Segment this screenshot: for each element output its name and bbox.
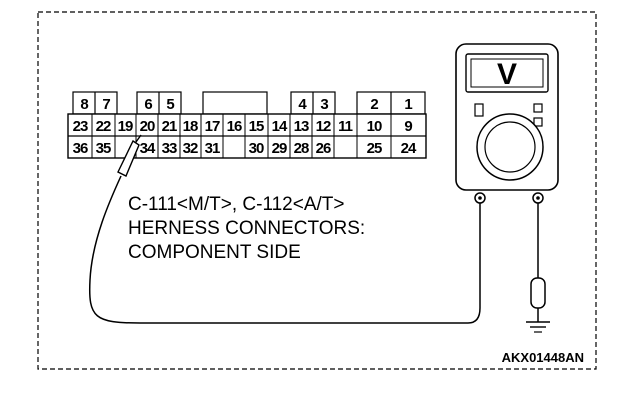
pin-label: 28	[294, 140, 309, 157]
connector-lock-tab	[202, 91, 268, 115]
caption-line-2: HERNESS CONNECTORS:	[128, 218, 365, 239]
pin-label: 31	[205, 140, 220, 157]
probe-lead	[88, 134, 481, 324]
pin-label: 9	[404, 118, 412, 135]
pin-label: 1	[404, 96, 412, 113]
pin-label: 2	[370, 96, 378, 113]
pin-label: 23	[73, 118, 88, 135]
multimeter: V	[455, 43, 559, 204]
pin-label: 12	[316, 118, 331, 135]
pin-label: 24	[401, 140, 417, 157]
pin-label: 36	[73, 140, 88, 157]
pin-label: 7	[102, 96, 110, 113]
pin-label: 3	[320, 96, 328, 113]
pin-label: 14	[272, 118, 288, 135]
pin-label: 5	[166, 96, 174, 113]
pin-label: 16	[227, 118, 242, 135]
pin-label: 25	[367, 140, 382, 157]
figure-code: AKX01448AN	[502, 350, 584, 365]
pin-label: 6	[144, 96, 152, 113]
pin-label: 11	[338, 118, 353, 135]
pin-label: 18	[183, 118, 198, 135]
pin-label: 19	[118, 118, 133, 135]
pin-label: 10	[367, 118, 382, 135]
pin-label: 21	[162, 118, 177, 135]
pin-label: 13	[294, 118, 309, 135]
caption-line-1: C-111<M/T>, C-112<A/T>	[128, 194, 344, 215]
pin-label: 17	[205, 118, 220, 135]
mode-button-icon	[533, 103, 543, 113]
caption-line-3: COMPONENT SIDE	[128, 242, 301, 263]
pin-label: 20	[140, 118, 155, 135]
pin-label: 26	[316, 140, 331, 157]
ground-lead	[526, 203, 550, 333]
harness-connector: 8 7 6 5 4 3 2 1 23 22 19 20 21 18 17 16 …	[67, 91, 427, 159]
pin-label: 22	[96, 118, 111, 135]
ground-probe-icon	[530, 277, 546, 309]
range-switch-icon	[474, 103, 484, 117]
pin-label: 34	[140, 140, 156, 157]
mode-button-icon	[533, 117, 543, 127]
pin-label: 33	[162, 140, 177, 157]
pin-label: 29	[272, 140, 287, 157]
pin-label: 35	[96, 140, 111, 157]
figure-frame	[37, 11, 597, 370]
pin-label: 8	[80, 96, 88, 113]
pin-label: 30	[249, 140, 264, 157]
pin-label: 32	[183, 140, 198, 157]
probe-tip-icon	[117, 139, 140, 177]
pin-label: 15	[249, 118, 264, 135]
pin-label: 4	[298, 96, 307, 113]
volt-symbol: V	[497, 58, 517, 91]
